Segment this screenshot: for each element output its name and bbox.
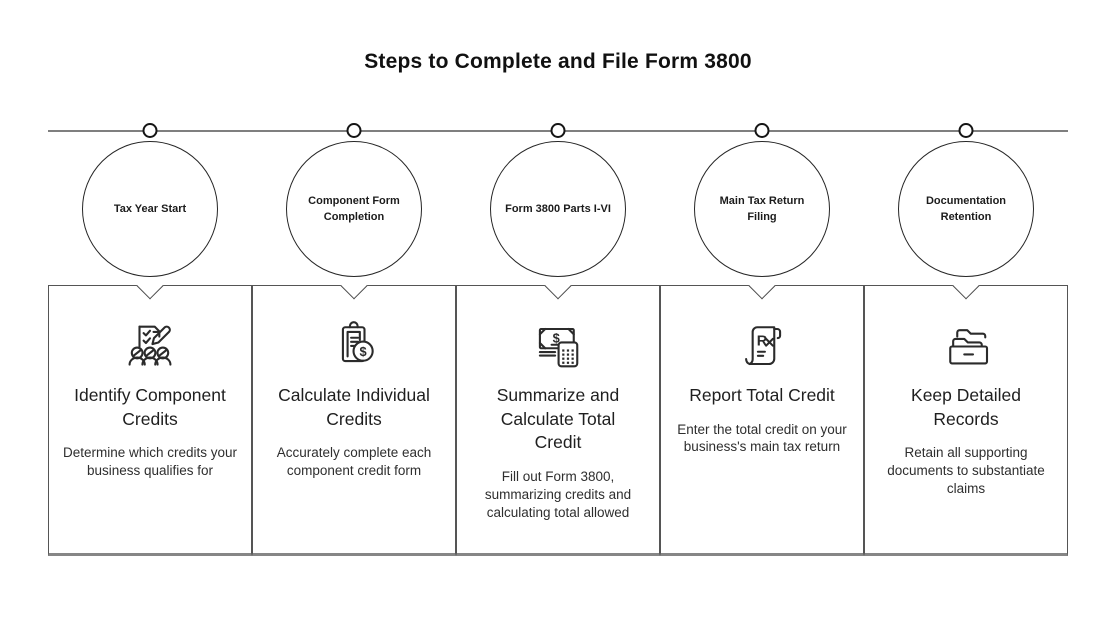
cash-calculator-icon: $: [469, 314, 647, 372]
card-description: Accurately complete each component credi…: [276, 445, 432, 479]
step-1-column: Tax Year Start: [48, 0, 252, 556]
step-3-card: $ Summarize and Calculate Total Cr: [456, 272, 660, 556]
card-title: Keep Detailed Records: [911, 385, 1021, 429]
page-title: Steps to Complete and File Form 3800: [364, 50, 752, 73]
timeline-columns: Tax Year Start: [48, 0, 1068, 600]
step-4-card: R Report Total Credit Enter the total cr…: [660, 272, 864, 556]
timeline-node-dot: [550, 123, 566, 138]
step-2-card: $ Calculate Individual Credits Accuratel…: [252, 272, 456, 556]
timeline-node-dot: [958, 123, 974, 138]
card-title: Summarize and Calculate Total Credit: [496, 385, 620, 453]
milestone-label: Main Tax Return Filing: [719, 194, 805, 224]
archive-folders-icon: [877, 314, 1055, 372]
timeline-node-dot: [142, 123, 158, 138]
step-4-column: Main Tax Return Filing R R: [660, 0, 864, 556]
step-2-milestone-circle: Component Form Completion: [286, 141, 422, 277]
card-title: Calculate Individual Credits: [278, 385, 430, 429]
milestone-label: Documentation Retention: [925, 194, 1007, 224]
milestone-label: Component Form Completion: [308, 194, 400, 224]
step-1-milestone-circle: Tax Year Start: [82, 141, 218, 277]
step-4-milestone-circle: Main Tax Return Filing: [694, 141, 830, 277]
svg-text:$: $: [553, 330, 560, 345]
milestone-label: Tax Year Start: [113, 202, 187, 215]
card-description: Enter the total credit on your business'…: [677, 421, 847, 455]
checklist-people-icon: [61, 314, 239, 372]
card-title: Report Total Credit: [689, 385, 835, 405]
clipboard-dollar-icon: $: [265, 314, 443, 372]
step-3-milestone-circle: Form 3800 Parts I-VI: [490, 141, 626, 277]
card-description: Determine which credits your business qu…: [62, 445, 238, 479]
card-title: Identify Component Credits: [74, 385, 226, 429]
process-timeline-diagram: Tax Year Start: [48, 0, 1068, 600]
milestone-label: Form 3800 Parts I-VI: [505, 202, 611, 215]
step-5-column: Documentation Retention Keep Detailed Re…: [864, 0, 1068, 556]
step-1-card: Identify Component Credits Determine whi…: [48, 272, 252, 556]
timeline-node-dot: [754, 123, 770, 138]
svg-text:$: $: [360, 344, 367, 359]
svg-text:R: R: [757, 333, 768, 349]
step-5-milestone-circle: Documentation Retention: [898, 141, 1034, 277]
step-2-column: Component Form Completion $: [252, 0, 456, 556]
card-description: Fill out Form 3800, summarizing credits …: [484, 468, 632, 520]
rx-scroll-icon: R: [673, 314, 851, 372]
step-5-card: Keep Detailed Records Retain all support…: [864, 272, 1068, 556]
step-3-column: Form 3800 Parts I-VI $: [456, 0, 660, 556]
timeline-node-dot: [346, 123, 362, 138]
card-description: Retain all supporting documents to subst…: [887, 445, 1045, 496]
